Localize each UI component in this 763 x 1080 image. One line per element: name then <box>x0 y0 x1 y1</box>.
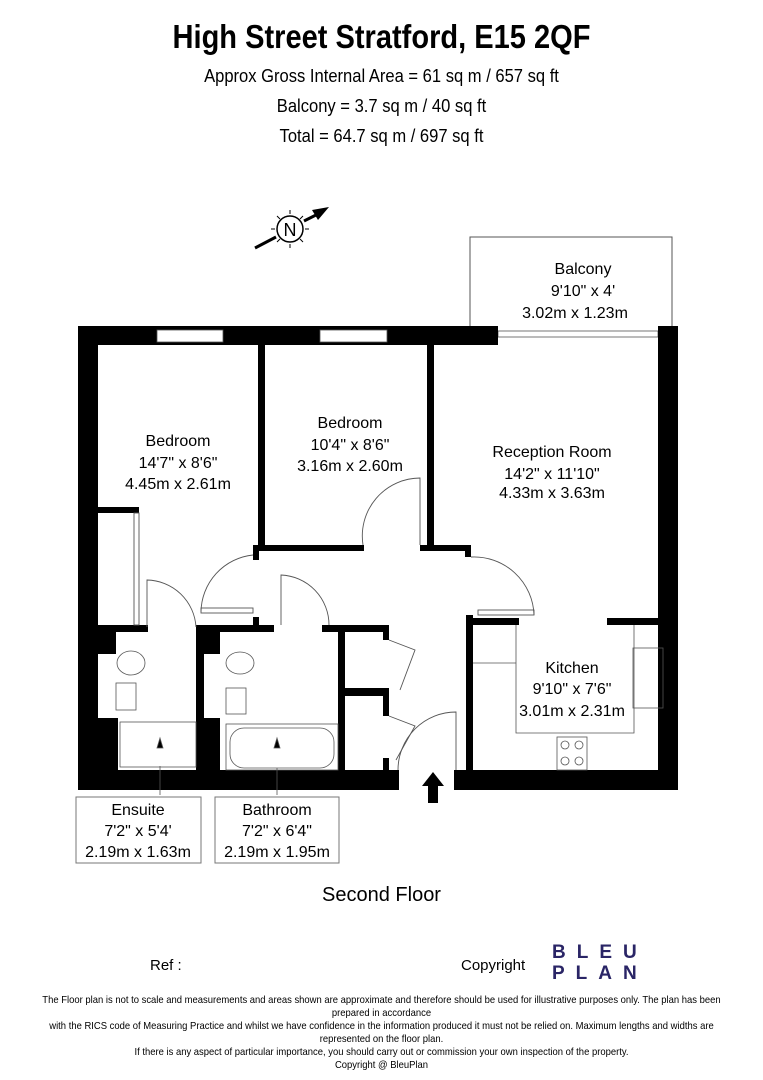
bedroom2-metric: 3.16m x 2.60m <box>297 458 403 475</box>
balcony-area: Balcony = 3.7 sq m / 40 sq ft <box>276 96 487 116</box>
bathroom-metric: 2.19m x 1.95m <box>224 844 330 861</box>
bedroom1-name: Bedroom <box>146 433 211 450</box>
compass-icon: N <box>254 207 329 250</box>
ensuite-imperial: 7'2" x 5'4' <box>104 823 171 840</box>
bathroom-sink-icon <box>225 687 247 715</box>
copyright-label: Copyright <box>461 957 526 974</box>
kitchen-counter <box>515 625 635 734</box>
shower-tray-icon <box>119 721 197 768</box>
logo-line-1: BLEU <box>552 942 648 963</box>
disclaimer: The Floor plan is not to scale and measu… <box>38 994 725 1072</box>
bathtub-icon <box>229 727 335 769</box>
kitchen-sink-icon <box>632 647 664 709</box>
ref-label: Ref : <box>150 957 182 974</box>
bathroom-imperial: 7'2" x 6'4" <box>242 823 312 840</box>
balcony-name: Balcony <box>555 261 612 278</box>
bathroom-label-box <box>214 796 340 864</box>
bedroom1-imperial: 14'7" x 8'6" <box>139 455 218 472</box>
floor-plan: N <box>75 207 678 864</box>
bedroom1-metric: 4.45m x 2.61m <box>125 476 231 493</box>
kitchen-metric: 3.01m x 2.31m <box>519 703 625 720</box>
page-title: High Street Stratford, E15 2QF <box>172 18 591 55</box>
reception-name: Reception Room <box>492 444 611 461</box>
bathroom-name: Bathroom <box>242 802 311 819</box>
hob-icon <box>556 736 588 771</box>
gross-area: Approx Gross Internal Area = 61 sq m / 6… <box>204 66 559 86</box>
walls <box>78 326 678 790</box>
reception-metric: 4.33m x 3.63m <box>499 485 605 502</box>
bathroom-toilet-icon <box>225 651 255 675</box>
disclaimer-line-2: with the RICS code of Measuring Practice… <box>49 1020 714 1045</box>
room-labels: Balcony 9'10" x 4' 3.02m x 1.23m Bedroom… <box>85 261 628 861</box>
disclaimer-line-1: The Floor plan is not to scale and measu… <box>42 994 721 1019</box>
bedroom2-imperial: 10'4" x 8'6" <box>311 437 390 454</box>
bedroom2-name: Bedroom <box>318 415 383 432</box>
ensuite-name: Ensuite <box>111 802 164 819</box>
ensuite-toilet-icon <box>116 650 146 676</box>
disclaimer-line-4: Copyright @ BleuPlan <box>334 1059 429 1071</box>
reception-imperial: 14'2" x 11'10" <box>504 466 599 483</box>
ensuite-sink-icon <box>115 682 137 711</box>
fixtures <box>115 625 664 795</box>
balcony-metric: 3.02m x 1.23m <box>522 305 628 322</box>
ensuite-metric: 2.19m x 1.63m <box>85 844 191 861</box>
entrance-arrow-icon <box>422 772 444 803</box>
compass-label: N <box>284 220 297 240</box>
disclaimer-line-3: If there is any aspect of particular imp… <box>134 1046 629 1058</box>
logo-line-2: PLAN <box>552 963 648 984</box>
balcony-door[interactable] <box>497 330 659 338</box>
bleuplan-logo: BLEU PLAN <box>552 942 648 984</box>
kitchen-name: Kitchen <box>545 660 598 677</box>
doors[interactable] <box>133 477 535 771</box>
balcony-imperial: 9'10" x 4' <box>551 283 615 300</box>
windows <box>156 329 388 343</box>
ensuite-label-box <box>75 796 202 864</box>
total-area: Total = 64.7 sq m / 697 sq ft <box>279 126 484 146</box>
kitchen-imperial: 9'10" x 7'6" <box>533 681 612 698</box>
floor-label: Second Floor <box>322 884 441 906</box>
